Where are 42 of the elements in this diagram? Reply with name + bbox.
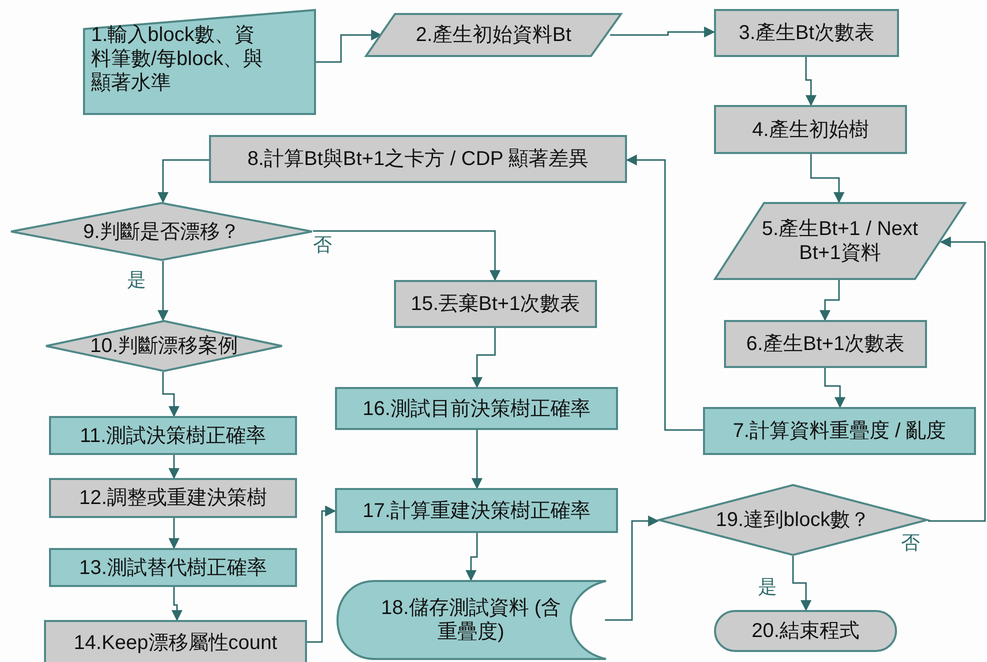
process-box: 12.調整或重建決策樹 [49, 478, 297, 518]
process-box: 16.測試目前決策樹正確率 [335, 387, 618, 430]
process-box: 11.測試決策樹正確率 [49, 416, 297, 455]
arrow [610, 26, 716, 38]
process-box: 8.計算Bt與Bt+1之卡方 / CDP 顯著差異 [209, 135, 627, 183]
decision-diamond: 10.判斷漂移案例 [45, 320, 283, 372]
stored-data-shape: 18.儲存測試資料 (含重疊度) [335, 580, 607, 660]
arrow [810, 154, 844, 204]
arrow [316, 30, 382, 63]
data-parallelogram: 5.產生Bt+1 / Next Bt+1資料 [714, 202, 966, 280]
decision-diamond: 9.判斷是否漂移？ [10, 202, 313, 261]
arrow [805, 57, 816, 106]
process-box: 14.Keep漂移屬性count [44, 620, 307, 662]
arrow [466, 533, 478, 582]
arrow [472, 328, 496, 388]
arrow [472, 430, 482, 490]
process-box: 13.測試替代樹正確率 [49, 548, 297, 587]
arrow [168, 518, 180, 550]
edge-label: 是 [126, 271, 147, 292]
process-box: 17.計算重建決策樹正確率 [335, 488, 618, 533]
process-box: 4.產生初始樹 [714, 105, 907, 154]
arrow [307, 506, 336, 643]
process-box: 3.產生Bt次數表 [714, 9, 899, 57]
arrow [158, 261, 168, 322]
arrow [313, 230, 500, 282]
arrow [792, 556, 812, 612]
arrow [824, 368, 846, 408]
arrow [928, 236, 986, 522]
arrow [820, 280, 840, 322]
arrow [158, 159, 209, 204]
arrow [162, 372, 180, 418]
terminator-shape: 20.結束程式 [714, 610, 897, 652]
process-box: 6.產生Bt+1次數表 [724, 320, 927, 368]
input-shape: 1.輸入block數、資料筆數/每block、與顯著水準 [83, 9, 316, 115]
arrow [605, 516, 660, 621]
data-parallelogram: 2.產生初始資料Bt [365, 13, 622, 57]
arrow [172, 587, 182, 622]
edge-label: 是 [757, 578, 778, 599]
process-box: 15.丟棄Bt+1次數表 [394, 280, 597, 328]
arrow [168, 455, 180, 480]
arrow [626, 154, 703, 431]
process-box: 7.計算資料重疊度 / 亂度 [703, 407, 976, 455]
